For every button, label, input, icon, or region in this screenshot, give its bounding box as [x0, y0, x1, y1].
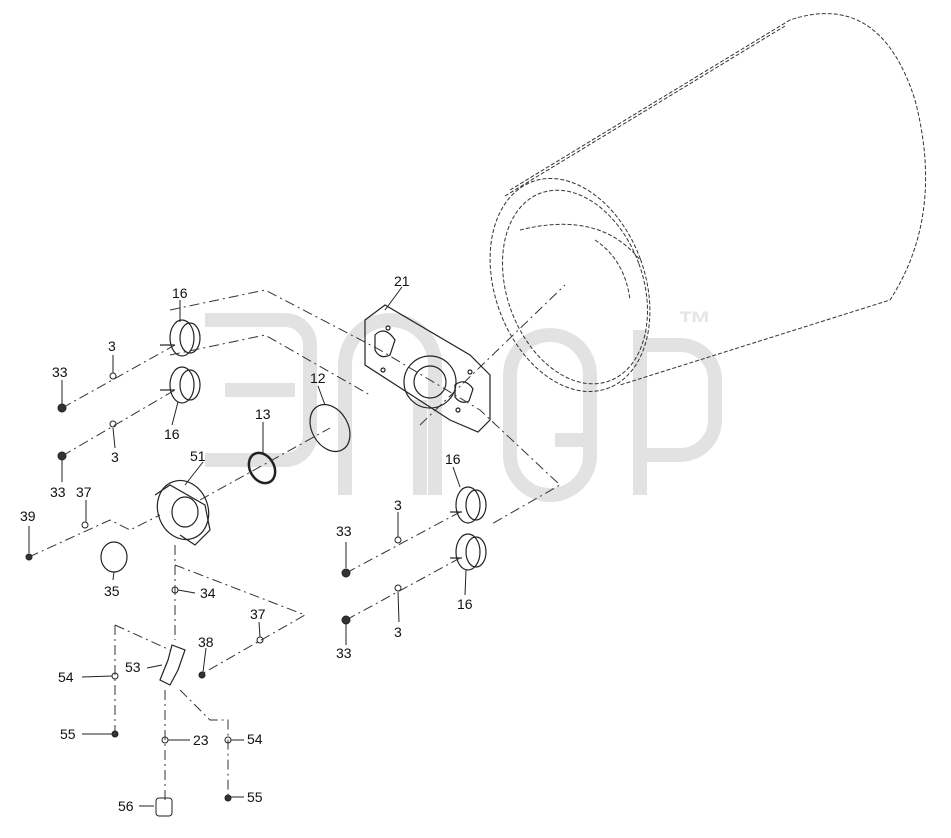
flange-plate — [364, 304, 491, 433]
mount-16-upper-b — [160, 366, 201, 404]
callout-3: 3 — [111, 449, 119, 465]
callout-33: 33 — [52, 364, 68, 380]
callout-33: 33 — [336, 645, 352, 661]
callout-55: 55 — [60, 726, 76, 742]
callout-labels: 21 16 3 33 16 3 33 12 13 51 37 39 35 34 … — [20, 273, 473, 814]
mount-16-upper-a — [160, 319, 201, 357]
callout-33: 33 — [336, 523, 352, 539]
callout-54: 54 — [247, 731, 263, 747]
callout-35: 35 — [104, 583, 120, 599]
watermark-logo — [205, 313, 722, 502]
callout-3: 3 — [394, 624, 402, 640]
callout-21: 21 — [394, 273, 410, 289]
callout-55: 55 — [247, 789, 263, 805]
callout-12: 12 — [310, 370, 326, 386]
callout-16: 16 — [164, 426, 180, 442]
trademark-symbol: ™ — [678, 305, 712, 343]
o-ring-12 — [309, 403, 351, 453]
callout-51: 51 — [190, 448, 206, 464]
drum-cylinder — [489, 13, 927, 393]
o-ring-35 — [100, 541, 128, 573]
callout-34: 34 — [200, 585, 216, 601]
callout-33: 33 — [50, 484, 66, 500]
assembly-lines — [28, 284, 566, 800]
mount-16-right-b — [450, 533, 487, 571]
bracket-53 — [159, 644, 186, 686]
bearing-housing — [154, 479, 211, 546]
callout-53: 53 — [125, 659, 141, 675]
callout-3: 3 — [394, 497, 402, 513]
callout-39: 39 — [20, 508, 36, 524]
callout-23: 23 — [193, 732, 209, 748]
callout-16: 16 — [172, 285, 188, 301]
callout-37: 37 — [250, 606, 266, 622]
callout-13: 13 — [255, 406, 271, 422]
leader-lines — [28, 286, 467, 807]
mount-16-right-a — [450, 486, 487, 524]
callout-3: 3 — [108, 338, 116, 354]
seal-ring-13 — [247, 451, 277, 485]
callout-54: 54 — [58, 669, 74, 685]
callout-56: 56 — [118, 798, 134, 814]
callout-38: 38 — [198, 634, 214, 650]
callout-16: 16 — [457, 596, 473, 612]
callout-16: 16 — [445, 451, 461, 467]
callout-37: 37 — [76, 484, 92, 500]
